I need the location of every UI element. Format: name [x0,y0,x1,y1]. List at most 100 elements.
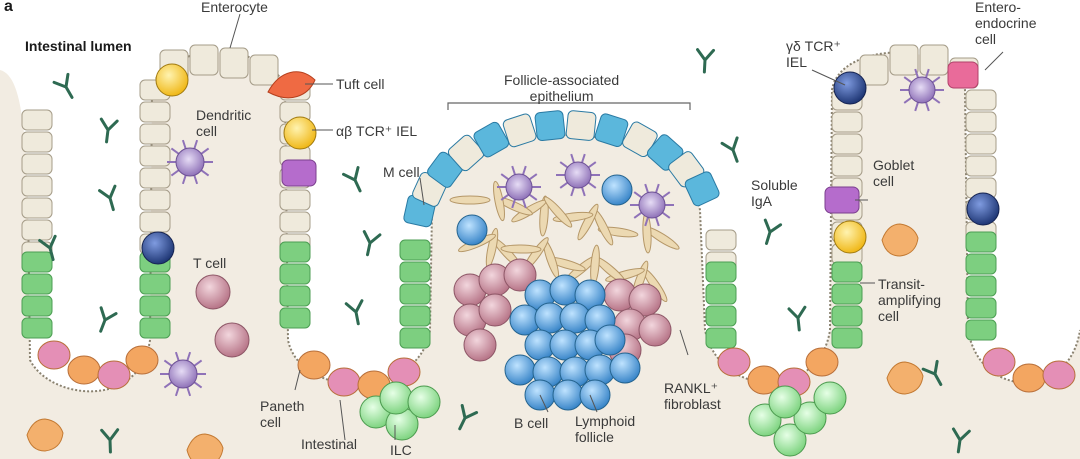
paneth-cell [1013,364,1045,392]
stem-cell [400,240,430,260]
iga-antibody [789,307,807,331]
stem-cell [280,286,310,306]
paneth-cell [328,368,360,396]
enterocyte-cell [140,124,170,144]
stem-cell [22,318,52,338]
iga-antibody [696,50,713,73]
b-cell [595,325,625,355]
panel-letter: a [4,0,13,16]
t-cell [215,323,249,357]
enterocyte-cell [280,212,310,232]
stem-cell [400,284,430,304]
intestinal-lumen-label: Intestinal lumen [25,38,132,54]
gd-iel-cell [142,232,174,264]
goblet-cell [282,160,316,186]
ilc-cell [408,386,440,418]
gd-iel-cell [967,193,999,225]
stem-cell [832,328,862,348]
stem-cell [706,284,736,304]
paneth-cell [718,348,750,376]
b-cell [580,380,610,410]
enterocyte-cell [966,90,996,110]
iga-antibody [722,138,745,164]
stem-cell [280,264,310,284]
iga-antibody [100,186,121,212]
follicle-t-cell [639,314,671,346]
stem-cell [140,274,170,294]
stem-cell [140,296,170,316]
ilc-cell [380,382,412,414]
enterocyte-cell [140,212,170,232]
stem-cell [966,276,996,296]
ab-iel-cell [284,117,316,149]
follicle-t-cell [479,294,511,326]
enterocyte-cell [566,110,597,141]
enterocyte-cell [832,156,862,176]
fae-label: Follicle-associated epithelium [504,72,619,104]
enterocyte-cell [140,190,170,210]
enterocyte-cell [190,45,218,75]
b-cell [457,215,487,245]
enterocyte-cell [22,220,52,240]
stem-cell [966,254,996,274]
stem-cell [832,284,862,304]
ilc-cell [769,386,801,418]
gd-iel-label: γδ TCR⁺ IEL [786,38,841,70]
stem-cell [706,328,736,348]
ilc-label: ILC [390,442,412,458]
stem-cell [966,232,996,252]
paneth-cell [806,348,838,376]
ilc-cell [814,382,846,414]
iga-antibody [346,301,366,326]
goblet-cell-label: Goblet cell [873,157,914,189]
enterocyte-cell [966,134,996,154]
enteroendocrine-label: Entero- endocrine cell [975,0,1037,47]
ab-iel-label: αβ TCR⁺ IEL [336,123,417,139]
stem-cell [400,306,430,326]
iga-antibody [759,220,781,246]
rankl-fibroblast [450,196,490,204]
paneth-cell [126,346,158,374]
stem-cell [832,262,862,282]
b-cell [610,353,640,383]
iel-cell [156,64,188,96]
iel-cell [834,221,866,253]
paneth-cell [98,361,130,389]
enteroendocrine-cell [948,62,978,88]
stem-cell [22,252,52,272]
stem-cell [706,262,736,282]
enterocyte-cell [140,168,170,188]
stem-cell [832,306,862,326]
t-cell-label: T cell [193,255,226,271]
enterocyte-label: Enterocyte [201,0,268,15]
enterocyte-cell [280,190,310,210]
paneth-cell [388,358,420,386]
follicle-t-cell [464,329,496,361]
goblet-cell [825,187,859,213]
enterocyte-cell [140,146,170,166]
gd-iel-cell [834,72,866,104]
enterocyte-cell [920,45,948,75]
paneth-cell [1043,361,1075,389]
rankl-fibroblast [501,245,541,254]
lymphoid-follicle-label: Lymphoid follicle [575,413,635,445]
paneth-cell [983,348,1015,376]
paneth-cell [68,356,100,384]
t-cell [196,275,230,309]
m-cell [535,110,566,141]
enterocyte-cell [966,156,996,176]
stem-cell [966,298,996,318]
iga-antibody [93,308,116,334]
stem-cell [400,262,430,282]
enterocyte-cell [706,230,736,250]
paneth-cell [38,341,70,369]
transit-amplifying-label: Transit- amplifying cell [878,276,941,324]
intestinal-label: Intestinal [301,436,357,452]
enterocyte-cell [140,102,170,122]
enterocyte-cell [890,45,918,75]
stem-cell [22,274,52,294]
enterocyte-cell [22,154,52,174]
b-cell-label: B cell [514,415,548,431]
b-cell [553,380,583,410]
enterocyte-cell [220,48,248,78]
